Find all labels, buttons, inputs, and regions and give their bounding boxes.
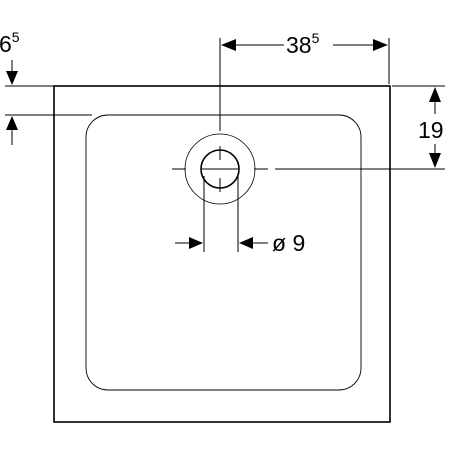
arrow-left-icon xyxy=(221,39,236,51)
arrow-right-icon xyxy=(189,237,203,249)
arrow-down-icon xyxy=(6,71,18,85)
drain-outlet xyxy=(200,149,240,189)
tray-inner-basin xyxy=(85,114,362,391)
arrow-up-icon xyxy=(429,87,441,102)
arrow-left-icon xyxy=(239,237,253,249)
dimension-label-drain-x: 385 xyxy=(286,30,320,58)
drain-outer-ring xyxy=(184,133,256,205)
tray-outer-outline xyxy=(53,85,391,423)
dimension-label-drain-diameter: ø 9 xyxy=(272,230,305,256)
arrow-down-icon xyxy=(429,153,441,168)
arrow-up-icon xyxy=(6,116,18,130)
dimension-label-drain-y: 19 xyxy=(418,117,444,143)
arrow-right-icon xyxy=(373,39,388,51)
dimension-label-rim-width: 65 xyxy=(0,29,20,57)
